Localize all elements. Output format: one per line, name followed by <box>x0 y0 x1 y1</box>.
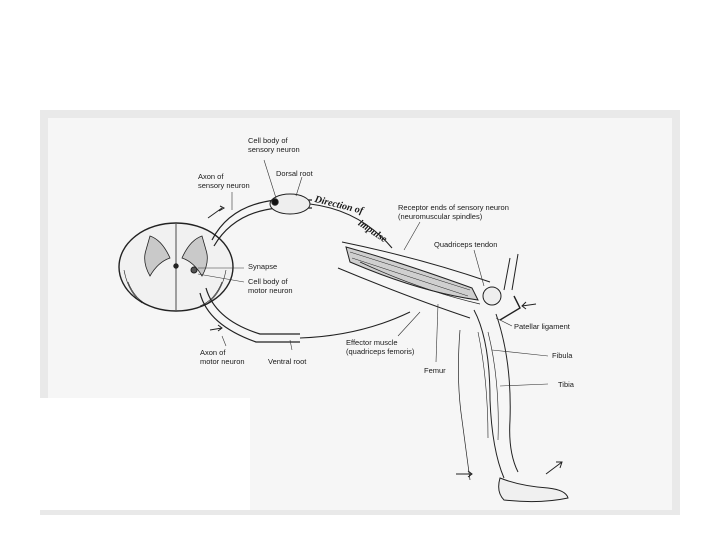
label-effector-muscle: Effector muscle (quadriceps femoris) <box>346 338 414 356</box>
label-ventral-root: Ventral root <box>268 357 306 366</box>
label-fibula: Fibula <box>552 351 572 360</box>
label-receptor-ends: Receptor ends of sensory neuron (neuromu… <box>398 203 509 221</box>
erased-patch <box>40 398 250 510</box>
label-dorsal-root: Dorsal root <box>276 169 313 178</box>
label-cell-body-sensory: Cell body of sensory neuron <box>248 136 300 154</box>
patella <box>483 287 501 305</box>
spinal-cord <box>119 223 233 311</box>
label-axon-sensory: Axon of sensory neuron <box>198 172 250 190</box>
central-canal <box>174 264 178 268</box>
label-cell-body-motor: Cell body of motor neuron <box>248 277 293 295</box>
label-synapse: Synapse <box>248 262 277 271</box>
sensory-cell-body <box>272 199 278 205</box>
label-axon-motor: Axon of motor neuron <box>200 348 245 366</box>
label-quadriceps-tendon: Quadriceps tendon <box>434 240 497 249</box>
label-patellar-ligament: Patellar ligament <box>514 322 570 331</box>
label-femur: Femur <box>424 366 446 375</box>
label-tibia: Tibia <box>558 380 574 389</box>
motor-cell-body <box>191 267 197 273</box>
